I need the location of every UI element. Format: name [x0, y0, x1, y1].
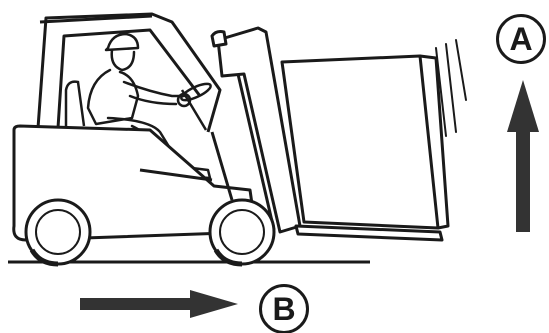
rear-wheel: [26, 200, 90, 264]
up-arrow-icon: [507, 80, 539, 232]
right-arrow-icon: [80, 290, 238, 318]
label-b: B: [259, 284, 309, 333]
front-wheel: [210, 200, 274, 264]
label-a: A: [496, 14, 546, 64]
load-box: [282, 56, 448, 240]
